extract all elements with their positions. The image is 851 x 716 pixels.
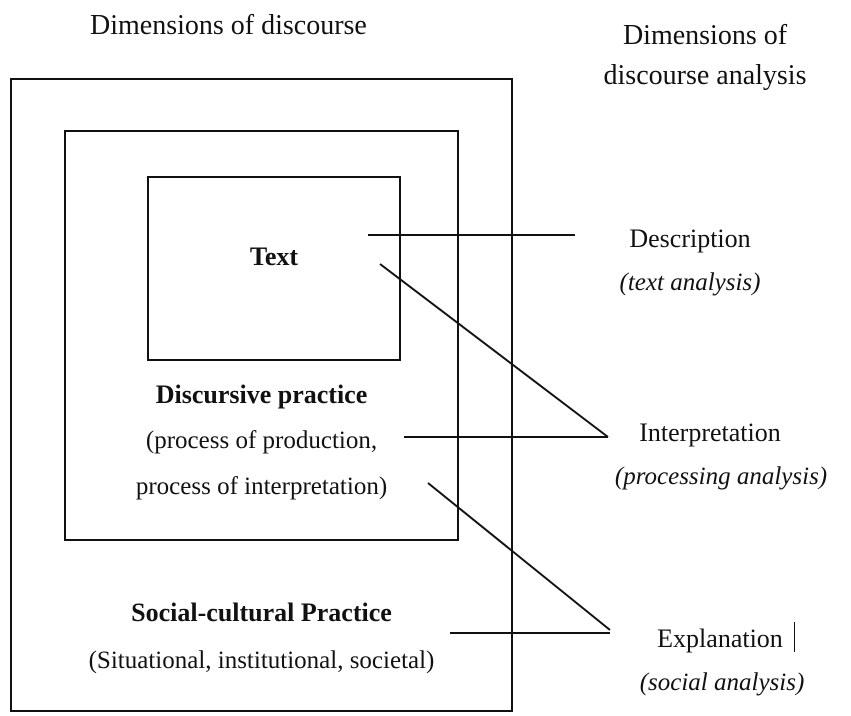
heading-analysis-line1: Dimensions of [622,20,788,51]
explanation-sub: (social analysis) [639,669,805,696]
explanation-label: Explanation [657,624,783,653]
description-sub: (text analysis) [619,269,761,296]
outer-box-social-cultural-practice [10,78,513,712]
interpretation-label: Interpretation [639,418,781,447]
discursive-practice-line2: process of interpretation) [135,473,388,500]
description-label: Description [629,224,751,253]
interpretation-sub: (processing analysis) [614,463,828,490]
social-cultural-practice-title: Social-cultural Practice [131,598,392,627]
social-cultural-practice-line1: (Situational, institutional, societal) [88,647,435,674]
discursive-practice-line1: (process of production, [145,427,378,454]
text-cursor [794,622,795,652]
middle-box-discursive-practice [64,130,459,541]
heading-dimensions-of-discourse: Dimensions of discourse [90,10,367,41]
heading-dimensions-of-discourse-analysis: Dimensions of discourse analysis [560,16,850,96]
inner-box-text [147,176,401,361]
connector-discursive-to-explanation [427,482,611,631]
discursive-practice-title: Discursive practice [155,380,368,409]
heading-analysis-line2: discourse analysis [603,60,807,91]
text-label: Text [249,242,299,271]
connector-text-to-interpretation [379,263,609,438]
